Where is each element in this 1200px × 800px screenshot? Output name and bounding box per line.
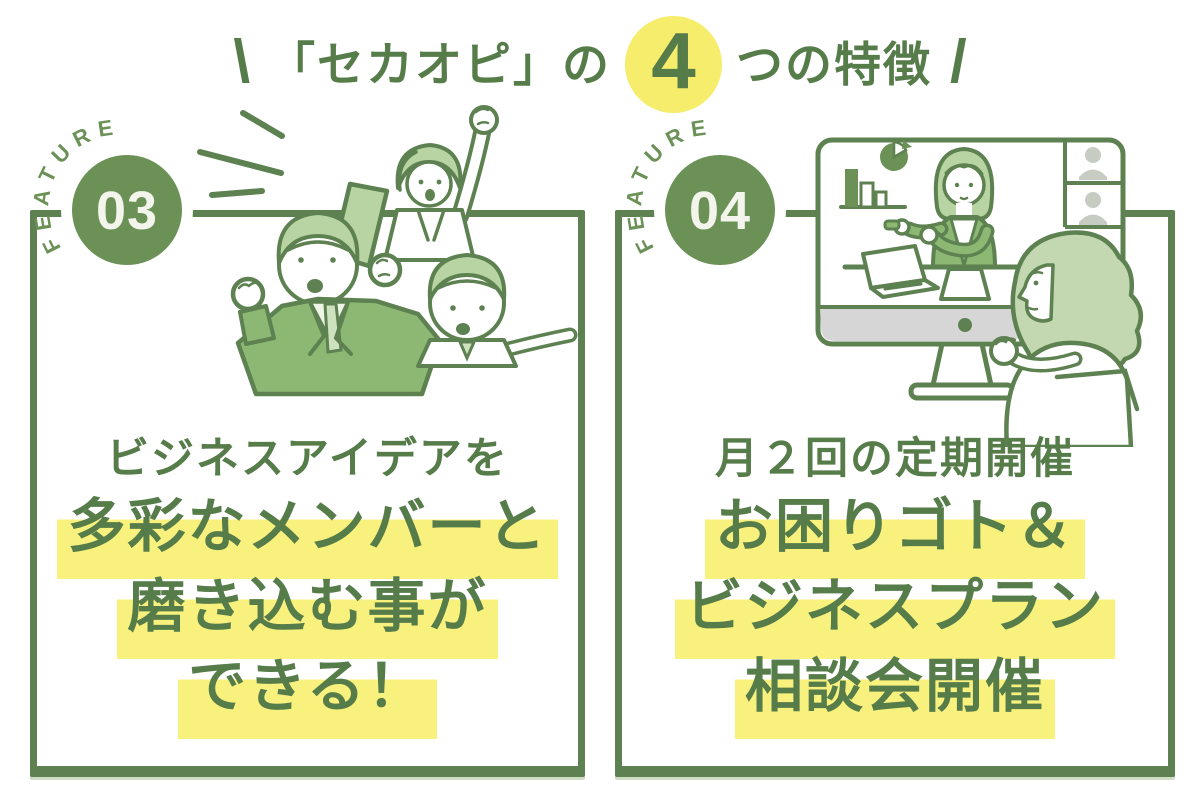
feature-03-text: ビジネスアイデアを 多彩なメンバーと 磨き込む事が できる！: [30, 435, 585, 739]
online-consultation-illustration: [815, 137, 1144, 447]
feature-03-line-2: 多彩なメンバーと: [57, 494, 558, 579]
monitor-stand-icon: [930, 341, 994, 388]
presenter-woman: [883, 147, 997, 271]
emphasis-lines-icon: [197, 110, 285, 198]
count-circle: 4: [625, 15, 722, 113]
participants-sidebar: [1063, 140, 1121, 229]
feature-04-line-2: お困りゴト＆: [704, 494, 1085, 579]
cheering-woman: [383, 105, 499, 262]
feature-04-text: 月２回の定期開催 お困りゴト＆ ビジネスプラン 相談会開催: [615, 435, 1175, 739]
feature-03-line-3: 磨き込む事が: [117, 574, 498, 659]
badge-number: 03: [96, 181, 158, 241]
page-header: \ 「セカオピ」の 4 つの特徴 /: [0, 12, 1200, 116]
badge-circle: [665, 155, 775, 265]
cheering-team-illustration: [197, 105, 578, 397]
feature-03-badge: 03 FEATURE: [28, 114, 193, 276]
badge-number: 04: [689, 181, 751, 241]
feature-04-line-3: ビジネスプラン: [674, 574, 1115, 659]
header-title-prefix: 「セカオピ」の: [268, 37, 611, 91]
header-decor-right: /: [950, 28, 967, 95]
charts-shelf: [839, 140, 912, 209]
cheering-boy: [416, 253, 578, 368]
bar-chart-icon: [845, 169, 858, 207]
feature-03-line-4: できる！: [178, 654, 437, 739]
desk-and-devices: [842, 244, 1024, 401]
camera-dot-icon: [958, 318, 972, 332]
cheering-man: [230, 211, 443, 397]
feature-04-badge: 04 FEATURE: [621, 114, 786, 276]
header-decor-left: \: [233, 28, 250, 95]
chair-line: [1054, 368, 1140, 412]
feature-04-line-4: 相談会開催: [734, 654, 1055, 739]
feature-04-line-1: 月２回の定期開催: [715, 435, 1075, 483]
feature-03-line-1: ビジネスアイデアを: [106, 435, 509, 483]
viewer-woman: [989, 230, 1144, 447]
badge-circle: [72, 155, 182, 265]
count-number: 4: [651, 16, 696, 105]
participant-avatar-icon: [1079, 147, 1107, 225]
header-title-suffix: つの特徴: [736, 37, 932, 91]
